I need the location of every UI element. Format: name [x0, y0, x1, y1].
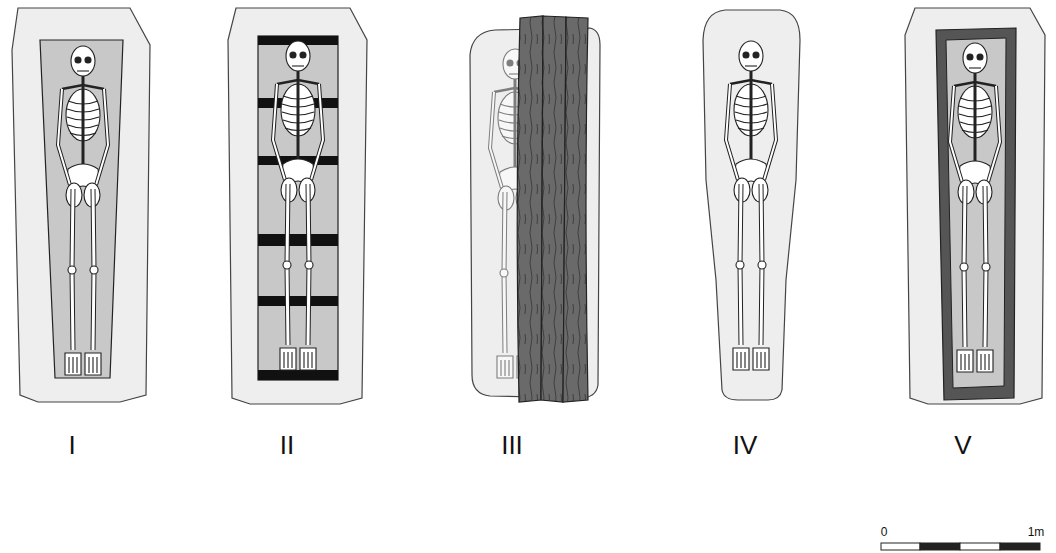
scale-label: 0	[881, 526, 888, 538]
grave-type-number: V	[954, 432, 971, 458]
scale-label: 1m	[1028, 526, 1045, 538]
grave-iv	[703, 10, 800, 400]
grave-type-number: I	[68, 432, 75, 458]
grave-v	[905, 8, 1045, 404]
grave-ii	[228, 8, 367, 404]
grave-type-number: II	[280, 432, 294, 458]
grave-i	[12, 8, 150, 402]
grave-iii	[470, 16, 600, 402]
grave-type-number: IV	[733, 432, 758, 458]
scale-bar	[881, 543, 1040, 550]
grave-type-number: III	[501, 432, 523, 458]
